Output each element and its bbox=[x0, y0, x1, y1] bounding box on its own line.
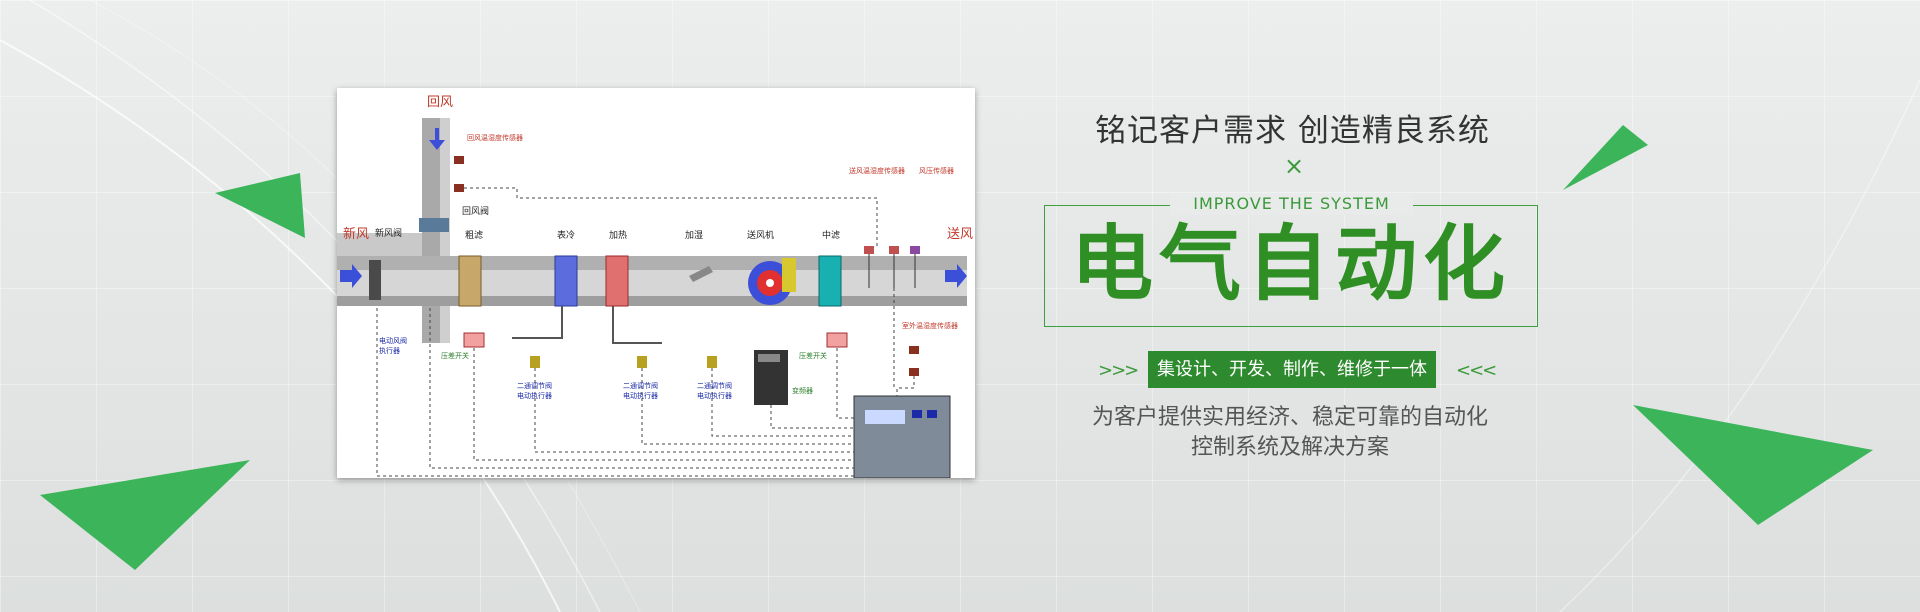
label-supply-air: 送风 bbox=[947, 227, 973, 242]
main-title: 电气自动化 bbox=[1070, 217, 1511, 312]
subtitle-english: IMPROVE THE SYSTEM bbox=[1170, 193, 1413, 215]
label-heater: 加热 bbox=[609, 229, 627, 241]
label-diff-pressure-switch-1: 压差开关 bbox=[441, 351, 469, 360]
label-return-air-valve: 回风阀 bbox=[462, 206, 489, 217]
label-outdoor-temp-humidity-sensor: 室外温湿度传感器 bbox=[902, 321, 958, 330]
triangle-decoration-left-bottom bbox=[40, 460, 250, 570]
label-pressure-sensor: 风压传感器 bbox=[919, 166, 954, 175]
label-fresh-air-valve: 新风阀 bbox=[375, 227, 402, 239]
label-humidifier: 加湿 bbox=[685, 230, 703, 241]
description-line-2: 控制系统及解决方案 bbox=[1190, 435, 1389, 460]
label-return-air: 回风 bbox=[427, 95, 453, 110]
label-valve-actuator-2: 二通调节阀电动执行器 bbox=[623, 381, 658, 400]
label-diff-pressure-switch-2: 压差开关 bbox=[799, 351, 827, 360]
description-line-1: 为客户提供实用经济、稳定可靠的自动化 bbox=[1091, 405, 1488, 430]
headline: 铭记客户需求 创造精良系统 bbox=[1095, 113, 1490, 149]
chevrons-left-icon: <<< bbox=[1456, 360, 1497, 381]
label-fresh-air: 新风 bbox=[343, 226, 369, 242]
triangle-decoration-left-top bbox=[215, 173, 305, 238]
label-coarse-filter: 粗滤 bbox=[465, 229, 483, 241]
chevrons-right-icon: >>> bbox=[1098, 360, 1139, 381]
x-mark-icon: × bbox=[1283, 152, 1305, 180]
label-damper-actuator: 电动风阀执行器 bbox=[379, 336, 407, 355]
description: 为客户提供实用经济、稳定可靠的自动化 控制系统及解决方案 bbox=[1060, 403, 1520, 463]
label-return-temp-humidity-sensor: 回风温湿度传感器 bbox=[467, 133, 523, 142]
label-supply-fan: 送风机 bbox=[747, 229, 774, 241]
triangle-decoration-right-bottom bbox=[1633, 405, 1873, 525]
label-surface-cooler: 表冷 bbox=[557, 229, 575, 241]
label-valve-actuator-3: 二通调节阀电动执行器 bbox=[697, 381, 732, 400]
hvac-diagram: 回风 新风 送风 新风阀 回风阀 粗滤 表冷 加热 加湿 送风机 中滤 回风温湿… bbox=[337, 88, 975, 478]
label-inverter: 变频器 bbox=[792, 386, 813, 395]
label-medium-filter: 中滤 bbox=[822, 229, 840, 241]
services-badge: 集设计、开发、制作、维修于一体 bbox=[1148, 351, 1436, 388]
label-supply-temp-humidity-sensor: 送风温湿度传感器 bbox=[849, 166, 905, 175]
label-valve-actuator-1: 二通调节阀电动执行器 bbox=[517, 381, 552, 400]
triangle-decoration-right-top bbox=[1563, 125, 1648, 190]
